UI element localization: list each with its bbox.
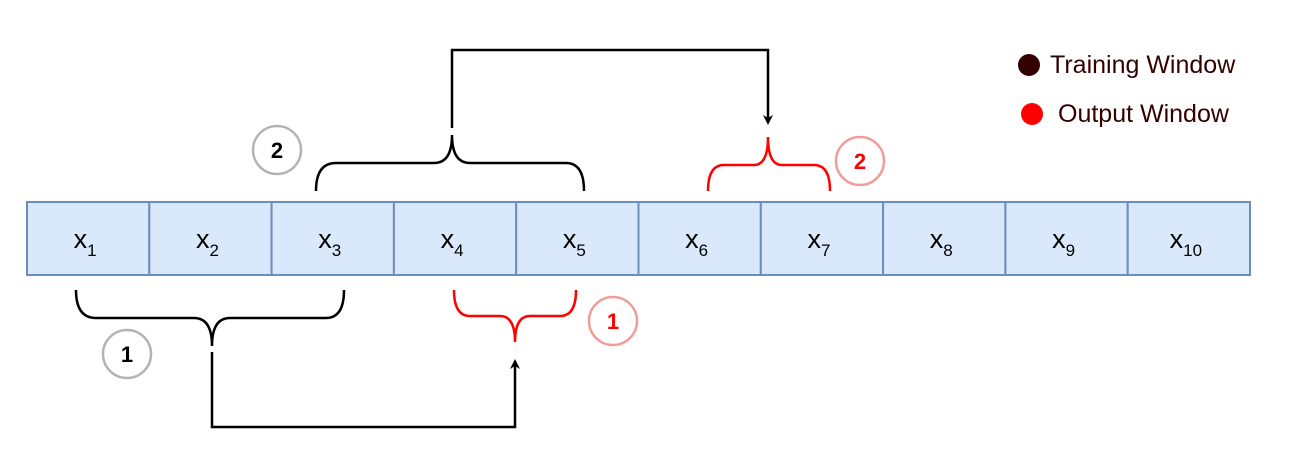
cell-label: x7 <box>807 224 830 260</box>
legend-item-output: Output Window <box>1021 100 1230 128</box>
cell-label: x10 <box>1170 224 1202 260</box>
cell-label: x3 <box>318 224 341 260</box>
legend-item-training: Training Window <box>1018 51 1236 79</box>
step-1-output-badge: 1 <box>587 295 639 347</box>
step-1-training-badge: 1 <box>101 328 153 380</box>
sequence-cell-x10: x10 <box>1126 201 1251 276</box>
step-1-output-number: 1 <box>607 309 619 334</box>
cell-label: x1 <box>74 224 97 260</box>
cell-label: x2 <box>196 224 219 260</box>
step-2-training-badge: 2 <box>251 124 303 176</box>
sequence-cell-x5: x5 <box>515 201 640 276</box>
training-brace-step-2 <box>314 134 586 192</box>
step-1-training-number: 1 <box>121 342 133 367</box>
cell-label: x9 <box>1052 224 1075 260</box>
sequence-cell-x8: x8 <box>882 201 1007 276</box>
arrow-step-2 <box>450 48 773 128</box>
sequence-cell-x4: x4 <box>392 201 518 276</box>
arrow-step-1 <box>210 352 520 429</box>
legend-training-label: Training Window <box>1050 51 1236 79</box>
step-2-output-badge: 2 <box>834 135 886 187</box>
step-2-training-number: 2 <box>271 138 283 163</box>
output-brace-step-1 <box>452 289 578 343</box>
legend: Training Window Output Window <box>1018 51 1236 128</box>
legend-output-label: Output Window <box>1058 100 1230 128</box>
sequence-cell-x1: x1 <box>26 201 151 276</box>
sequence-cells: x1 x2 x3 x4 x5 x6 x7 x8 x9 x10 <box>26 201 1251 276</box>
output-brace-step-2 <box>706 136 832 192</box>
output-dot-icon <box>1021 103 1043 125</box>
training-dot-icon <box>1018 54 1040 76</box>
cell-label: x8 <box>930 224 953 260</box>
cell-label: x5 <box>563 224 586 260</box>
sequence-cell-x7: x7 <box>759 201 885 276</box>
sequence-cell-x9: x9 <box>1004 201 1129 276</box>
sequence-cell-x3: x3 <box>270 201 395 276</box>
cell-label: x4 <box>441 224 464 260</box>
sequence-cell-x6: x6 <box>637 201 762 276</box>
step-2-output-number: 2 <box>854 149 866 174</box>
sequence-cell-x2: x2 <box>148 201 273 276</box>
cell-label: x6 <box>685 224 708 260</box>
training-brace-step-1 <box>74 289 346 347</box>
